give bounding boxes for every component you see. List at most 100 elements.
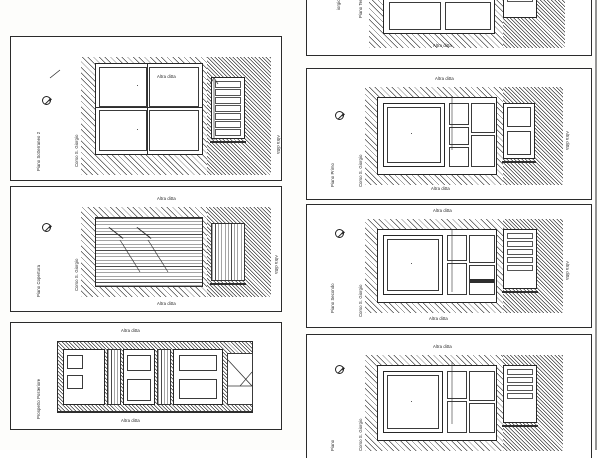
stair-tread xyxy=(507,369,533,375)
panel-plan-label: Piano Primo xyxy=(330,163,335,187)
room xyxy=(447,371,467,399)
window xyxy=(179,379,217,399)
north-arrow-icon xyxy=(335,111,344,120)
neighbour-label: Altra ditta xyxy=(435,76,454,81)
panel-right-3: Corso S. Giorgio Piano Secondo Altra dit… xyxy=(306,204,592,328)
window xyxy=(127,355,151,371)
room xyxy=(469,235,495,263)
neighbour-label: Altra ditta xyxy=(565,261,570,280)
neighbour-label: Altra ditta xyxy=(565,131,570,150)
wall xyxy=(147,63,149,155)
ground-line xyxy=(57,411,253,413)
stair-tread xyxy=(507,233,533,239)
wall xyxy=(502,161,536,163)
panel-left-1: Piano Sotterraneo 2 Corso S. Giorgio Alt… xyxy=(10,36,282,201)
side-element xyxy=(227,353,253,405)
room xyxy=(389,2,441,30)
annex-block xyxy=(503,0,537,18)
room-inner xyxy=(387,239,439,291)
panel-left-3: Prospetto Posteriore Altra ditta Altra d… xyxy=(10,322,282,430)
panel-plan-label: Piano Sotterraneo 2 xyxy=(36,131,41,171)
room xyxy=(149,110,199,151)
stair-tread xyxy=(215,89,241,96)
annex-block xyxy=(503,229,537,289)
room xyxy=(449,127,469,145)
panel-right-1: iorgio Piano Terra Altra ditta xyxy=(306,0,592,56)
neighbour-label: Altra ditta xyxy=(431,186,450,191)
street-label: Corso S. Giorgio xyxy=(358,418,363,451)
hatch-strip-right xyxy=(503,0,565,48)
room-inner xyxy=(387,107,441,163)
wall-thick xyxy=(470,279,494,283)
stair-tread xyxy=(215,97,241,104)
stair-tread xyxy=(507,257,533,263)
panel-plan-label: Piano xyxy=(330,439,335,451)
panel-left-2: Piano Copertura Corso S. Giorgio Altra d… xyxy=(10,186,282,312)
street-label: iorgio xyxy=(336,0,341,10)
wall xyxy=(95,286,203,288)
point-marker xyxy=(137,129,139,131)
neighbour-label: Altra ditta xyxy=(157,74,176,79)
stair-tread xyxy=(215,113,241,120)
neighbour-label: Altra ditta xyxy=(121,328,140,333)
room-inner xyxy=(387,375,439,429)
wall xyxy=(210,141,246,143)
stair-tread xyxy=(215,81,241,88)
room xyxy=(447,235,467,261)
roof-slab xyxy=(95,217,203,287)
panel-plan-label: Piano Copertura xyxy=(36,265,41,297)
room xyxy=(471,103,495,133)
panel-plan-label: Prospetto Posteriore xyxy=(36,378,41,419)
street-label: Corso S. Giorgio xyxy=(358,154,363,187)
panel-plan-label: Piano Secondo xyxy=(330,283,335,313)
neighbour-label: Altra ditta xyxy=(433,344,452,349)
room xyxy=(449,147,469,167)
point-marker xyxy=(411,133,413,135)
room xyxy=(447,401,467,433)
point-marker xyxy=(137,85,139,87)
room xyxy=(469,403,495,433)
neighbour-label: Altra ditta xyxy=(121,418,140,423)
street-label: Corso S. Giorgio xyxy=(74,258,79,291)
stair-tread xyxy=(215,129,241,136)
stair-tread xyxy=(507,265,533,271)
door xyxy=(127,379,151,401)
neighbour-label: Altra ditta xyxy=(433,43,452,48)
panel-right-2: Corso S. Giorgio Piano Primo Altra ditta… xyxy=(306,68,592,200)
street-label: Corso S. Giorgio xyxy=(358,284,363,317)
wall xyxy=(210,283,246,285)
room xyxy=(449,103,469,125)
neighbour-label: Altra ditta xyxy=(276,135,281,154)
pilaster xyxy=(107,349,121,405)
room xyxy=(471,135,495,167)
stair-tread xyxy=(507,385,533,391)
panel-plan-label: Piano Terra xyxy=(358,0,363,18)
pilaster xyxy=(157,349,171,405)
wall xyxy=(95,107,203,109)
neighbour-label: Altra ditta xyxy=(157,301,176,306)
north-arrow-icon xyxy=(335,365,344,374)
wall xyxy=(502,425,538,427)
wall xyxy=(502,291,538,293)
street-label: Corso S. Giorgio xyxy=(74,134,79,167)
room xyxy=(507,107,531,127)
north-arrow-icon xyxy=(42,96,51,105)
stair-tread xyxy=(215,121,241,128)
stair-tread xyxy=(507,377,533,383)
neighbour-label: Altra ditta xyxy=(433,208,452,213)
room xyxy=(149,67,199,107)
wall xyxy=(95,217,203,219)
north-arrow-icon xyxy=(42,223,51,232)
neighbour-label: Altra ditta xyxy=(157,196,176,201)
room xyxy=(507,131,531,155)
neighbour-label: Altra ditta xyxy=(274,255,279,274)
stair-tread xyxy=(507,0,533,2)
stair-tread xyxy=(507,241,533,247)
room xyxy=(99,110,147,151)
room xyxy=(99,67,147,107)
point-marker xyxy=(411,263,413,265)
stair-tread xyxy=(215,105,241,112)
window xyxy=(67,375,83,389)
neighbour-label: Altra ditta xyxy=(429,316,448,321)
stair-tread xyxy=(507,249,533,255)
